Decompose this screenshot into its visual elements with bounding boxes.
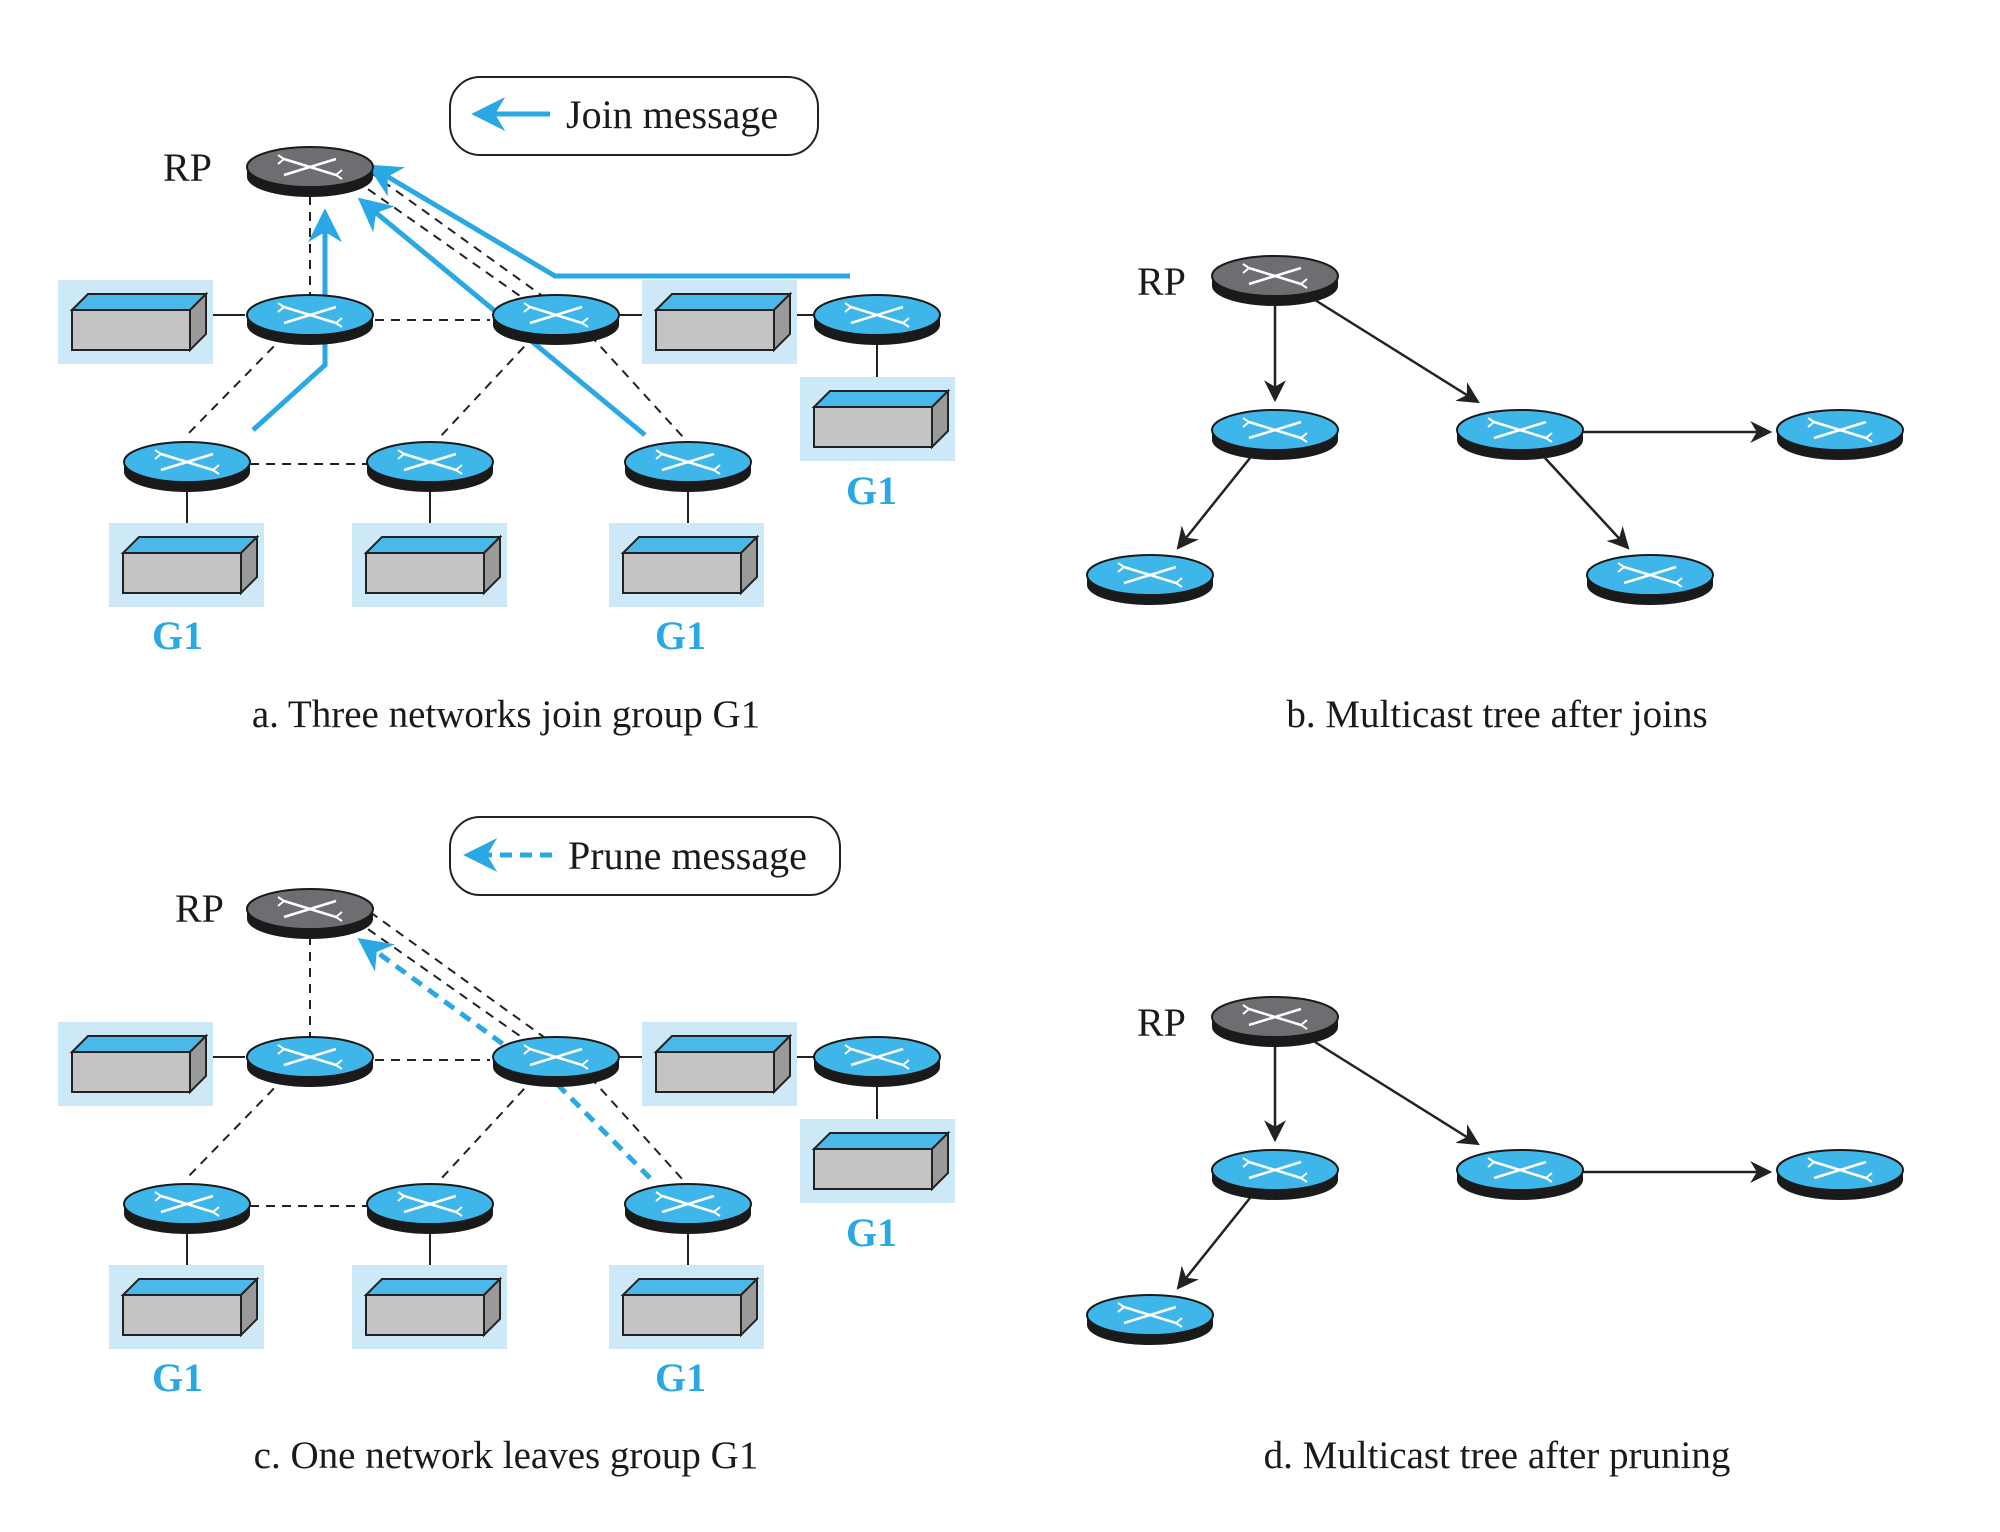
router-icon xyxy=(813,1036,941,1087)
router-icon xyxy=(1211,1149,1339,1200)
network-box-icon xyxy=(609,1265,764,1349)
legend-prune-label: Prune message xyxy=(568,833,807,878)
link xyxy=(589,334,684,438)
link xyxy=(439,1076,536,1181)
legend-join-label: Join message xyxy=(566,92,778,137)
router-icon xyxy=(123,1183,251,1234)
tree-edge xyxy=(1314,298,1480,404)
router-icon xyxy=(624,441,752,492)
tree-edges xyxy=(1176,1040,1773,1290)
network-box-icon xyxy=(58,280,213,364)
router-icon xyxy=(813,294,941,345)
rp-label: RP xyxy=(163,145,212,190)
router-icon xyxy=(366,441,494,492)
rp-router-icon xyxy=(1211,255,1339,306)
link xyxy=(184,1076,286,1181)
network-box-icon xyxy=(352,523,507,607)
rp-label: RP xyxy=(175,886,224,931)
legend-prune-box xyxy=(449,816,841,896)
network-box-icon xyxy=(800,377,955,461)
link xyxy=(184,334,286,438)
link xyxy=(369,911,556,1046)
network-box-icon xyxy=(609,523,764,607)
tree-edge xyxy=(1544,457,1630,550)
tree-edges xyxy=(1176,298,1773,550)
router-icon xyxy=(492,1036,620,1087)
prune-path xyxy=(357,937,652,1180)
link xyxy=(354,179,541,311)
rp-label: RP xyxy=(1137,1000,1186,1045)
router-icon xyxy=(1776,1149,1904,1200)
router-icon xyxy=(123,441,251,492)
network-box-icon xyxy=(800,1119,955,1203)
join-path xyxy=(367,164,850,279)
router-icon xyxy=(366,1183,494,1234)
router-icon xyxy=(492,294,620,345)
group-labels: G1 G1 G1 xyxy=(152,1210,897,1400)
router-icon xyxy=(1086,1294,1214,1345)
link xyxy=(354,919,541,1051)
group-label-g1: G1 xyxy=(152,1355,203,1400)
caption-d: d. Multicast tree after pruning xyxy=(1264,1434,1731,1477)
networks-layer xyxy=(58,280,955,1349)
group-label-g1: G1 xyxy=(655,613,706,658)
network-box-icon xyxy=(642,280,797,364)
router-icon xyxy=(1456,409,1584,460)
legend-join-box xyxy=(449,76,819,156)
panel-c: Prune message RP G1 G1 G1 xyxy=(152,816,897,1477)
rp-label: RP xyxy=(1137,259,1186,304)
legend-join: Join message xyxy=(449,76,819,156)
network-box-icon xyxy=(352,1265,507,1349)
network-box-icon xyxy=(109,523,264,607)
link xyxy=(589,1076,684,1181)
rp-router-icon xyxy=(246,888,374,939)
prune-messages xyxy=(357,937,652,1180)
tree-edge xyxy=(1176,1197,1251,1290)
network-box-icon xyxy=(58,1022,213,1106)
router-icon xyxy=(246,294,374,345)
router-icon xyxy=(1211,409,1339,460)
group-label-g1: G1 xyxy=(846,1210,897,1255)
network-box-icon xyxy=(109,1265,264,1349)
tree-edge xyxy=(1176,457,1251,550)
group-label-g1: G1 xyxy=(152,613,203,658)
router-icon xyxy=(1456,1149,1584,1200)
panel-b: RP b. Multicast tree after joins xyxy=(1137,259,1773,736)
rp-router-icon xyxy=(1211,996,1339,1047)
tree-edge xyxy=(1314,1040,1480,1146)
caption-a: a. Three networks join group G1 xyxy=(252,693,760,736)
router-icon xyxy=(1776,409,1904,460)
link xyxy=(439,334,536,438)
router-icon xyxy=(1586,554,1714,605)
routers-layer xyxy=(123,146,1904,1345)
caption-b: b. Multicast tree after joins xyxy=(1286,693,1707,736)
caption-c: c. One network leaves group G1 xyxy=(254,1434,759,1477)
group-labels: G1 G1 G1 xyxy=(152,468,897,658)
panel-d: RP d. Multicast tree after pruning xyxy=(1137,1000,1773,1477)
network-box-icon xyxy=(642,1022,797,1106)
group-label-g1: G1 xyxy=(655,1355,706,1400)
router-icon xyxy=(624,1183,752,1234)
router-icon xyxy=(246,1036,374,1087)
router-icon xyxy=(1086,554,1214,605)
join-path xyxy=(251,208,342,432)
rp-router-icon xyxy=(246,146,374,197)
group-label-g1: G1 xyxy=(846,468,897,513)
legend-prune: Prune message xyxy=(449,816,841,896)
